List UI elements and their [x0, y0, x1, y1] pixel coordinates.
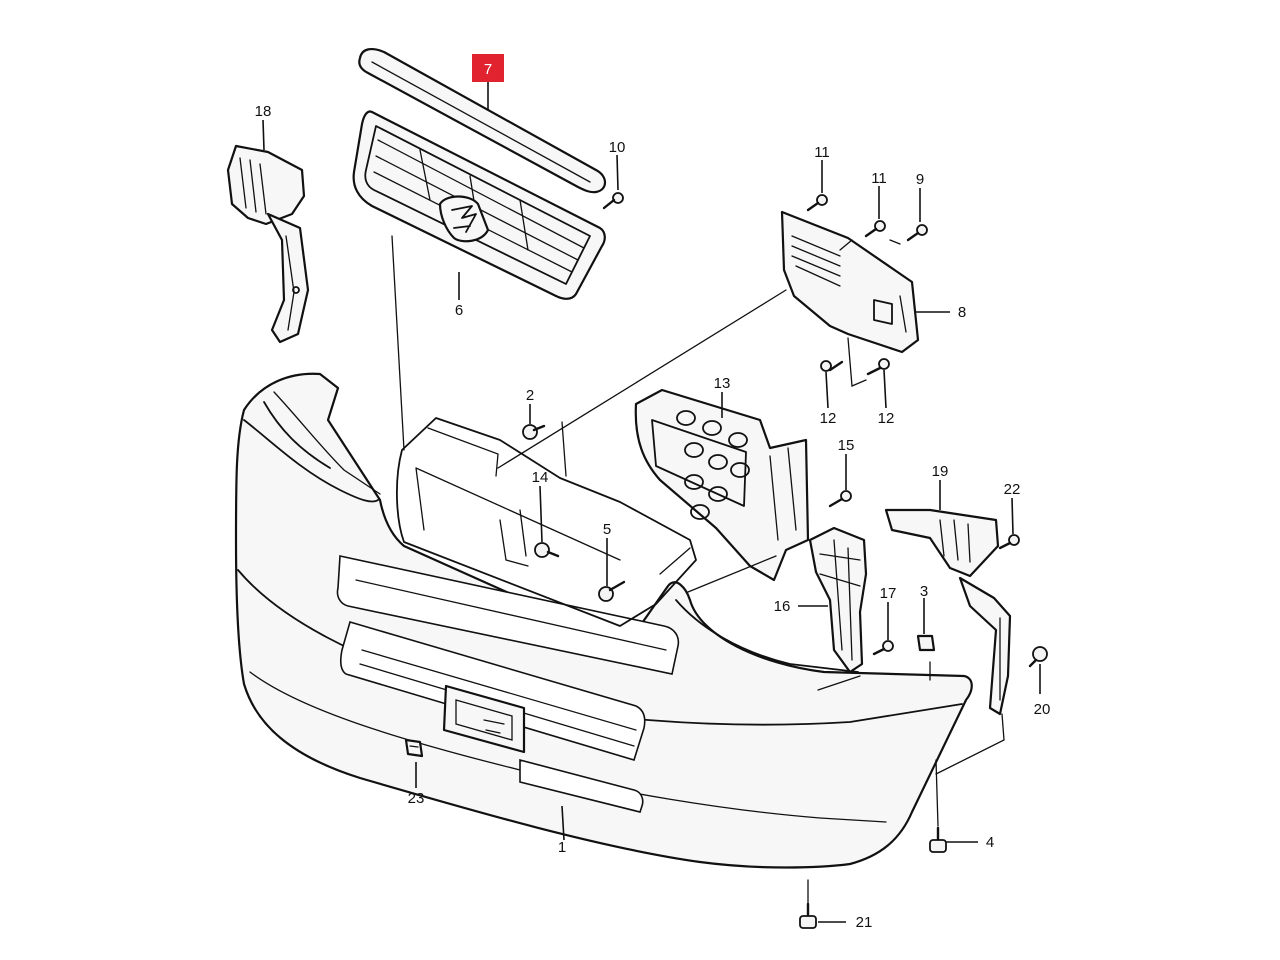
- callout-22[interactable]: 22: [1004, 481, 1021, 498]
- fasteners: [522, 192, 1048, 929]
- callout-9[interactable]: 9: [916, 171, 924, 188]
- callout-5[interactable]: 5: [603, 521, 611, 538]
- bolt-2: [522, 424, 546, 440]
- highlight-box-7: [472, 54, 504, 82]
- bolt-14: [534, 542, 560, 558]
- callout-13[interactable]: 13: [714, 375, 731, 392]
- callout-23[interactable]: 23: [408, 790, 425, 807]
- callout-1[interactable]: 1: [558, 839, 566, 856]
- screw-10: [602, 192, 624, 210]
- nut-clip-part: [916, 634, 936, 652]
- screw-12a: [820, 360, 844, 372]
- callout-leaders: [262, 82, 1041, 923]
- screw-9: [906, 224, 928, 242]
- callout-14[interactable]: 14: [532, 469, 549, 486]
- assembly-lines: [391, 235, 1005, 905]
- screw-12b: [866, 358, 890, 376]
- left-bracket-part: [226, 144, 310, 344]
- callout-labels: 7 1 2 3 4 5 6 8 9 10 11 11 12 12 13 14 1…: [255, 54, 1051, 931]
- small-bracket-part: [808, 526, 868, 674]
- molding-strip-part: [358, 47, 607, 194]
- bolt-4: [929, 826, 947, 853]
- callout-7[interactable]: 7: [484, 61, 492, 78]
- callout-3[interactable]: 3: [920, 583, 928, 600]
- bolt-20: [1028, 646, 1048, 668]
- shroud-panel-part: [634, 388, 810, 582]
- side-panel-part: [780, 210, 920, 354]
- callout-21[interactable]: 21: [856, 914, 873, 931]
- callout-12b[interactable]: 12: [878, 410, 895, 427]
- screw-11b: [864, 220, 886, 238]
- callout-15[interactable]: 15: [838, 437, 855, 454]
- screw-22: [998, 534, 1020, 550]
- callout-11b[interactable]: 11: [871, 170, 887, 187]
- callout-6[interactable]: 6: [455, 302, 463, 319]
- callout-2[interactable]: 2: [526, 387, 534, 404]
- callout-8[interactable]: 8: [958, 304, 966, 321]
- callout-12a[interactable]: 12: [820, 410, 837, 427]
- front-grille-part: [352, 110, 606, 300]
- callout-20[interactable]: 20: [1034, 701, 1051, 718]
- callout-17[interactable]: 17: [880, 585, 897, 602]
- bolt-21: [799, 902, 817, 929]
- callout-18[interactable]: 18: [255, 103, 272, 120]
- callout-19[interactable]: 19: [932, 463, 949, 480]
- screw-11a: [806, 194, 828, 212]
- callout-11a[interactable]: 11: [814, 144, 830, 161]
- clip-part: [404, 738, 424, 758]
- callout-16[interactable]: 16: [774, 598, 791, 615]
- screw-15: [828, 490, 852, 508]
- callout-10[interactable]: 10: [609, 139, 626, 156]
- screw-17: [872, 640, 894, 656]
- callout-4[interactable]: 4: [986, 834, 994, 851]
- bolt-5: [598, 580, 626, 602]
- right-bracket-part: [884, 508, 1012, 716]
